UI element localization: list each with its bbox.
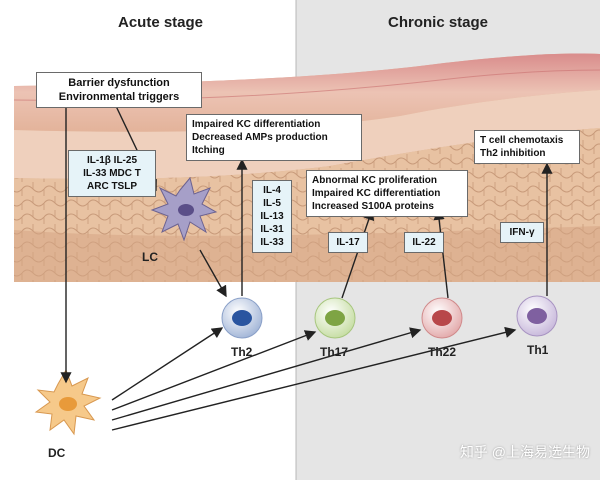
acute-stage-title: Acute stage (118, 14, 204, 31)
cytokine-line: ARC TSLP (87, 181, 137, 192)
cytokine-line: IL-5 (263, 198, 281, 209)
cytokine-line: IL-13 (260, 211, 284, 222)
lc-cell (150, 176, 218, 242)
th17-cell (314, 297, 356, 339)
th2-label: Th2 (231, 345, 253, 359)
cytokine-line: IL-33 (260, 237, 284, 248)
trigger-line: Environmental triggers (58, 91, 180, 103)
effect-line: Itching (192, 145, 225, 156)
cytokine-line: IL-1β IL-25 (87, 155, 137, 166)
effect-line: T cell chemotaxis (480, 135, 564, 146)
il17-box: IL-17 (328, 232, 368, 253)
acute-cytokines-box: IL-1β IL-25 IL-33 MDC T ARC TSLP (68, 150, 156, 197)
th1-cell (516, 295, 558, 337)
arrow-th17-up (341, 208, 375, 299)
th17-th22-effects-box: Abnormal KC proliferation Impaired KC di… (306, 170, 468, 217)
th17-label: Th17 (320, 345, 349, 359)
th22-cell (421, 297, 463, 339)
cytokine-line: IL-33 MDC T (83, 168, 141, 179)
watermark: 知乎 @上海易选生物 (459, 444, 590, 460)
arrow-th22-up (433, 208, 449, 299)
effect-line: Impaired KC differentiation (192, 119, 321, 130)
th22-label: Th22 (428, 345, 457, 359)
cytokine-line: IL-31 (260, 224, 284, 235)
triggers-box: Barrier dysfunction Environmental trigge… (36, 72, 202, 108)
arrow-dc-to-th17 (111, 330, 317, 411)
th2-cell (221, 297, 263, 339)
lc-label: LC (142, 250, 158, 264)
effect-line: Th2 inhibition (480, 148, 546, 159)
dc-cell (34, 368, 102, 436)
il22-box: IL-22 (404, 232, 444, 253)
trigger-line: Barrier dysfunction (68, 77, 170, 89)
arrow-lc-to-th2 (199, 249, 227, 298)
chronic-stage-title: Chronic stage (388, 14, 489, 31)
arrow-dc-to-th2 (111, 327, 224, 401)
th1-effects-box: T cell chemotaxis Th2 inhibition (474, 130, 580, 164)
ifn-gamma-box: IFN-γ (500, 222, 544, 243)
effect-line: Abnormal KC proliferation (312, 175, 438, 186)
arrow-dc-to-th22 (111, 327, 422, 421)
th2-cytokines-box: IL-4 IL-5 IL-13 IL-31 IL-33 (252, 180, 292, 253)
effect-line: Increased S100A proteins (312, 201, 434, 212)
cytokine-line: IL-4 (263, 185, 281, 196)
th2-effects-box: Impaired KC differentiation Decreased AM… (186, 114, 362, 161)
th1-label: Th1 (527, 343, 549, 357)
effect-line: Decreased AMPs production (192, 132, 328, 143)
pathway-arrows (60, 103, 553, 431)
dc-label: DC (48, 446, 66, 460)
effect-line: Impaired KC differentiation (312, 188, 441, 199)
arrow-dc-to-th1 (111, 326, 517, 431)
